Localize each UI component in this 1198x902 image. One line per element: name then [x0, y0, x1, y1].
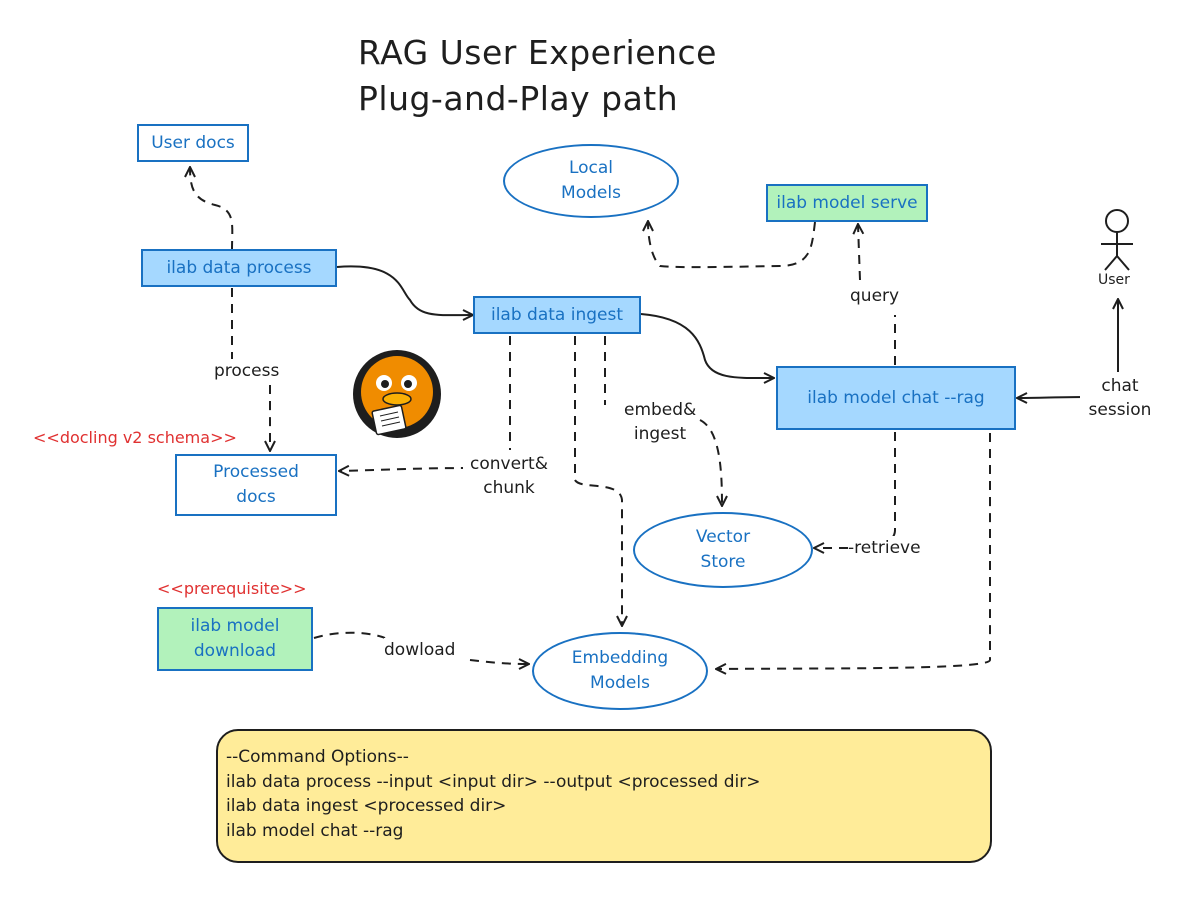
process-edge-label: process [214, 359, 280, 383]
model-download-label: ilab model download [190, 616, 280, 661]
command-options-heading: --Command Options-- [226, 747, 409, 767]
prerequisite-stereotype: <<prerequisite>> [157, 579, 307, 598]
command-options-note: --Command Options-- ilab data process --… [216, 729, 992, 863]
docling-stereotype: <<docling v2 schema>> [33, 428, 237, 447]
model-chat-box[interactable]: ilab model chat --rag [776, 366, 1016, 430]
embedding-models-ellipse[interactable]: Embedding Models [532, 632, 708, 710]
diagram-title: RAG User Experience Plug-and-Play path [358, 30, 717, 122]
edge-ingest-to-processeddocs [340, 336, 511, 471]
title-line-1: RAG User Experience [358, 33, 717, 72]
edge-ingest-to-chat [640, 313, 773, 378]
processed-docs-label: Processed docs [213, 462, 299, 507]
edge-chatsession-to-chat [1018, 397, 1086, 398]
model-serve-label: ilab model serve [776, 192, 918, 213]
edge-chat-to-embedding [717, 433, 991, 669]
duck-mascot-icon [353, 350, 441, 438]
embedding-models-label: Embedding Models [571, 648, 669, 693]
retrieve-edge-label: -retrieve [848, 536, 921, 560]
data-process-box[interactable]: ilab data process [141, 249, 337, 287]
convert-chunk-edge-label: convert& chunk [463, 452, 555, 500]
query-edge-label: query [850, 284, 900, 308]
user-docs-box[interactable]: User docs [137, 124, 249, 162]
data-process-label: ilab data process [166, 257, 312, 278]
vector-store-label: Vector Store [695, 527, 751, 572]
user-docs-label: User docs [151, 132, 235, 153]
command-option-line: ilab data process --input <input dir> --… [226, 771, 761, 792]
title-line-2: Plug-and-Play path [358, 79, 679, 118]
edge-chat-to-vector [815, 432, 896, 548]
model-download-box[interactable]: ilab model download [157, 607, 313, 671]
local-models-ellipse[interactable]: Local Models [503, 144, 679, 218]
data-ingest-box[interactable]: ilab data ingest [473, 296, 641, 334]
model-serve-box[interactable]: ilab model serve [766, 184, 928, 222]
edge-chat-to-serve [858, 225, 896, 365]
embed-ingest-edge-label: embed& ingest [624, 398, 697, 446]
user-icon [1101, 209, 1133, 271]
command-option-line: ilab data ingest <processed dir> [226, 796, 507, 816]
edge-process-to-ingest [336, 265, 472, 315]
processed-docs-box[interactable]: Processed docs [175, 454, 337, 516]
vector-store-ellipse[interactable]: Vector Store [633, 512, 813, 588]
command-option-line: ilab model chat --rag [226, 820, 404, 841]
data-ingest-label: ilab data ingest [490, 304, 624, 325]
edge-process-to-processeddocs [231, 288, 270, 450]
model-chat-label: ilab model chat --rag [807, 387, 985, 408]
local-models-label: Local Models [561, 158, 621, 203]
edge-download-to-embedding [313, 631, 528, 664]
edge-ingest-to-vector [604, 336, 722, 505]
download-edge-label: dowload [384, 638, 456, 662]
user-label: User [1098, 272, 1130, 288]
edge-process-to-userdocs [190, 168, 234, 251]
edge-serve-to-local [648, 222, 816, 269]
edge-ingest-to-embedding [574, 336, 622, 625]
chat-session-edge-label: chat session [1080, 374, 1160, 422]
